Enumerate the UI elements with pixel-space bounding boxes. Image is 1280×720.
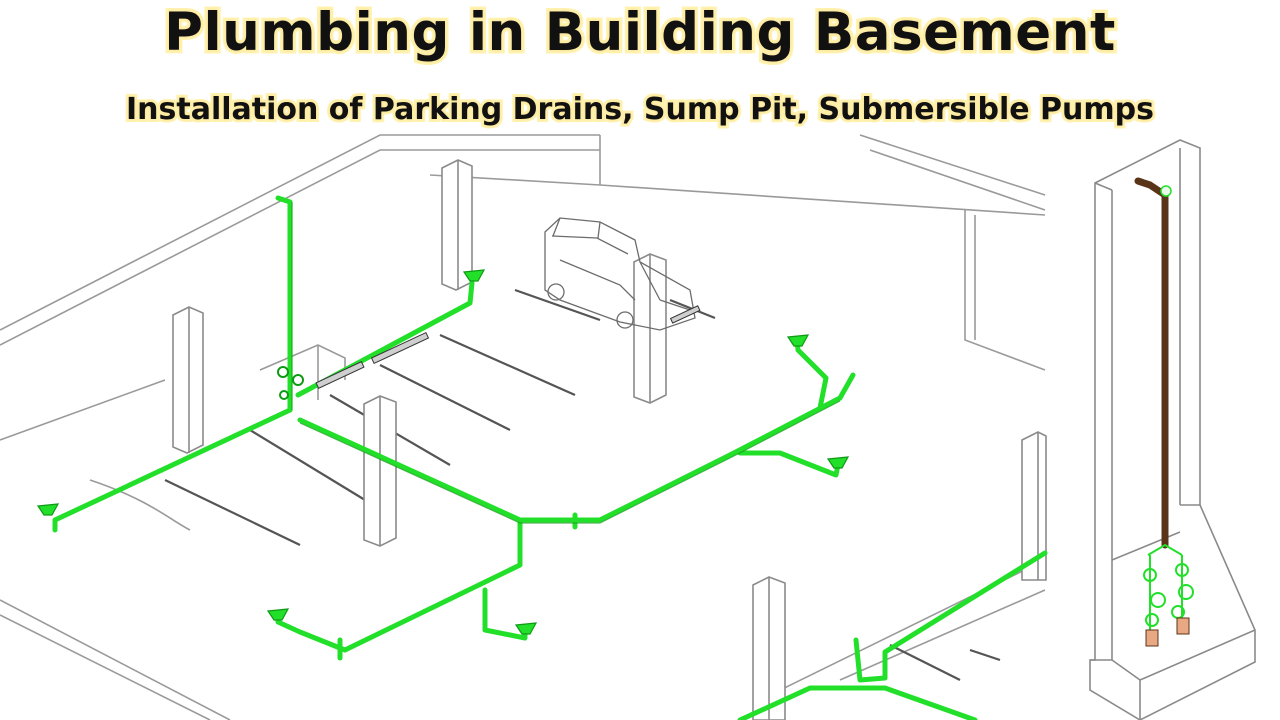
lower-branch-pipe: [275, 517, 523, 653]
floor-drain-icon: [826, 456, 850, 469]
sump-pit-section: [1089, 139, 1256, 720]
column-1: [441, 159, 473, 291]
page-title: Plumbing in Building Basement: [161, 0, 1119, 67]
pump-body: [1176, 617, 1190, 635]
lower-right-pipe: [853, 550, 1048, 683]
upper-branch-pipe: [295, 280, 475, 398]
floor-drain-icon: [514, 622, 538, 635]
floor-drain-icon: [266, 608, 290, 621]
pipe-shadow: [291, 202, 841, 524]
drain-piping: [52, 195, 1048, 720]
discharge-riser-pipe: [1134, 177, 1169, 549]
column-5: [752, 576, 786, 720]
valve-icon: [277, 366, 304, 400]
main-run-pipe: [297, 372, 856, 523]
column-2: [172, 306, 204, 454]
column-4: [363, 395, 397, 547]
van-icon: [544, 217, 696, 331]
floor-drain-icon: [36, 503, 60, 516]
page-subtitle: Installation of Parking Drains, Sump Pit…: [123, 89, 1157, 130]
vent-riser-pipe: [275, 195, 293, 413]
floor-drain-icon: [786, 334, 810, 347]
floor-drains: [36, 269, 850, 635]
left-branch-pipe: [52, 407, 293, 533]
trench-grating: [315, 305, 701, 389]
pump-body: [1145, 629, 1159, 647]
floor-drain-icon: [462, 269, 486, 282]
